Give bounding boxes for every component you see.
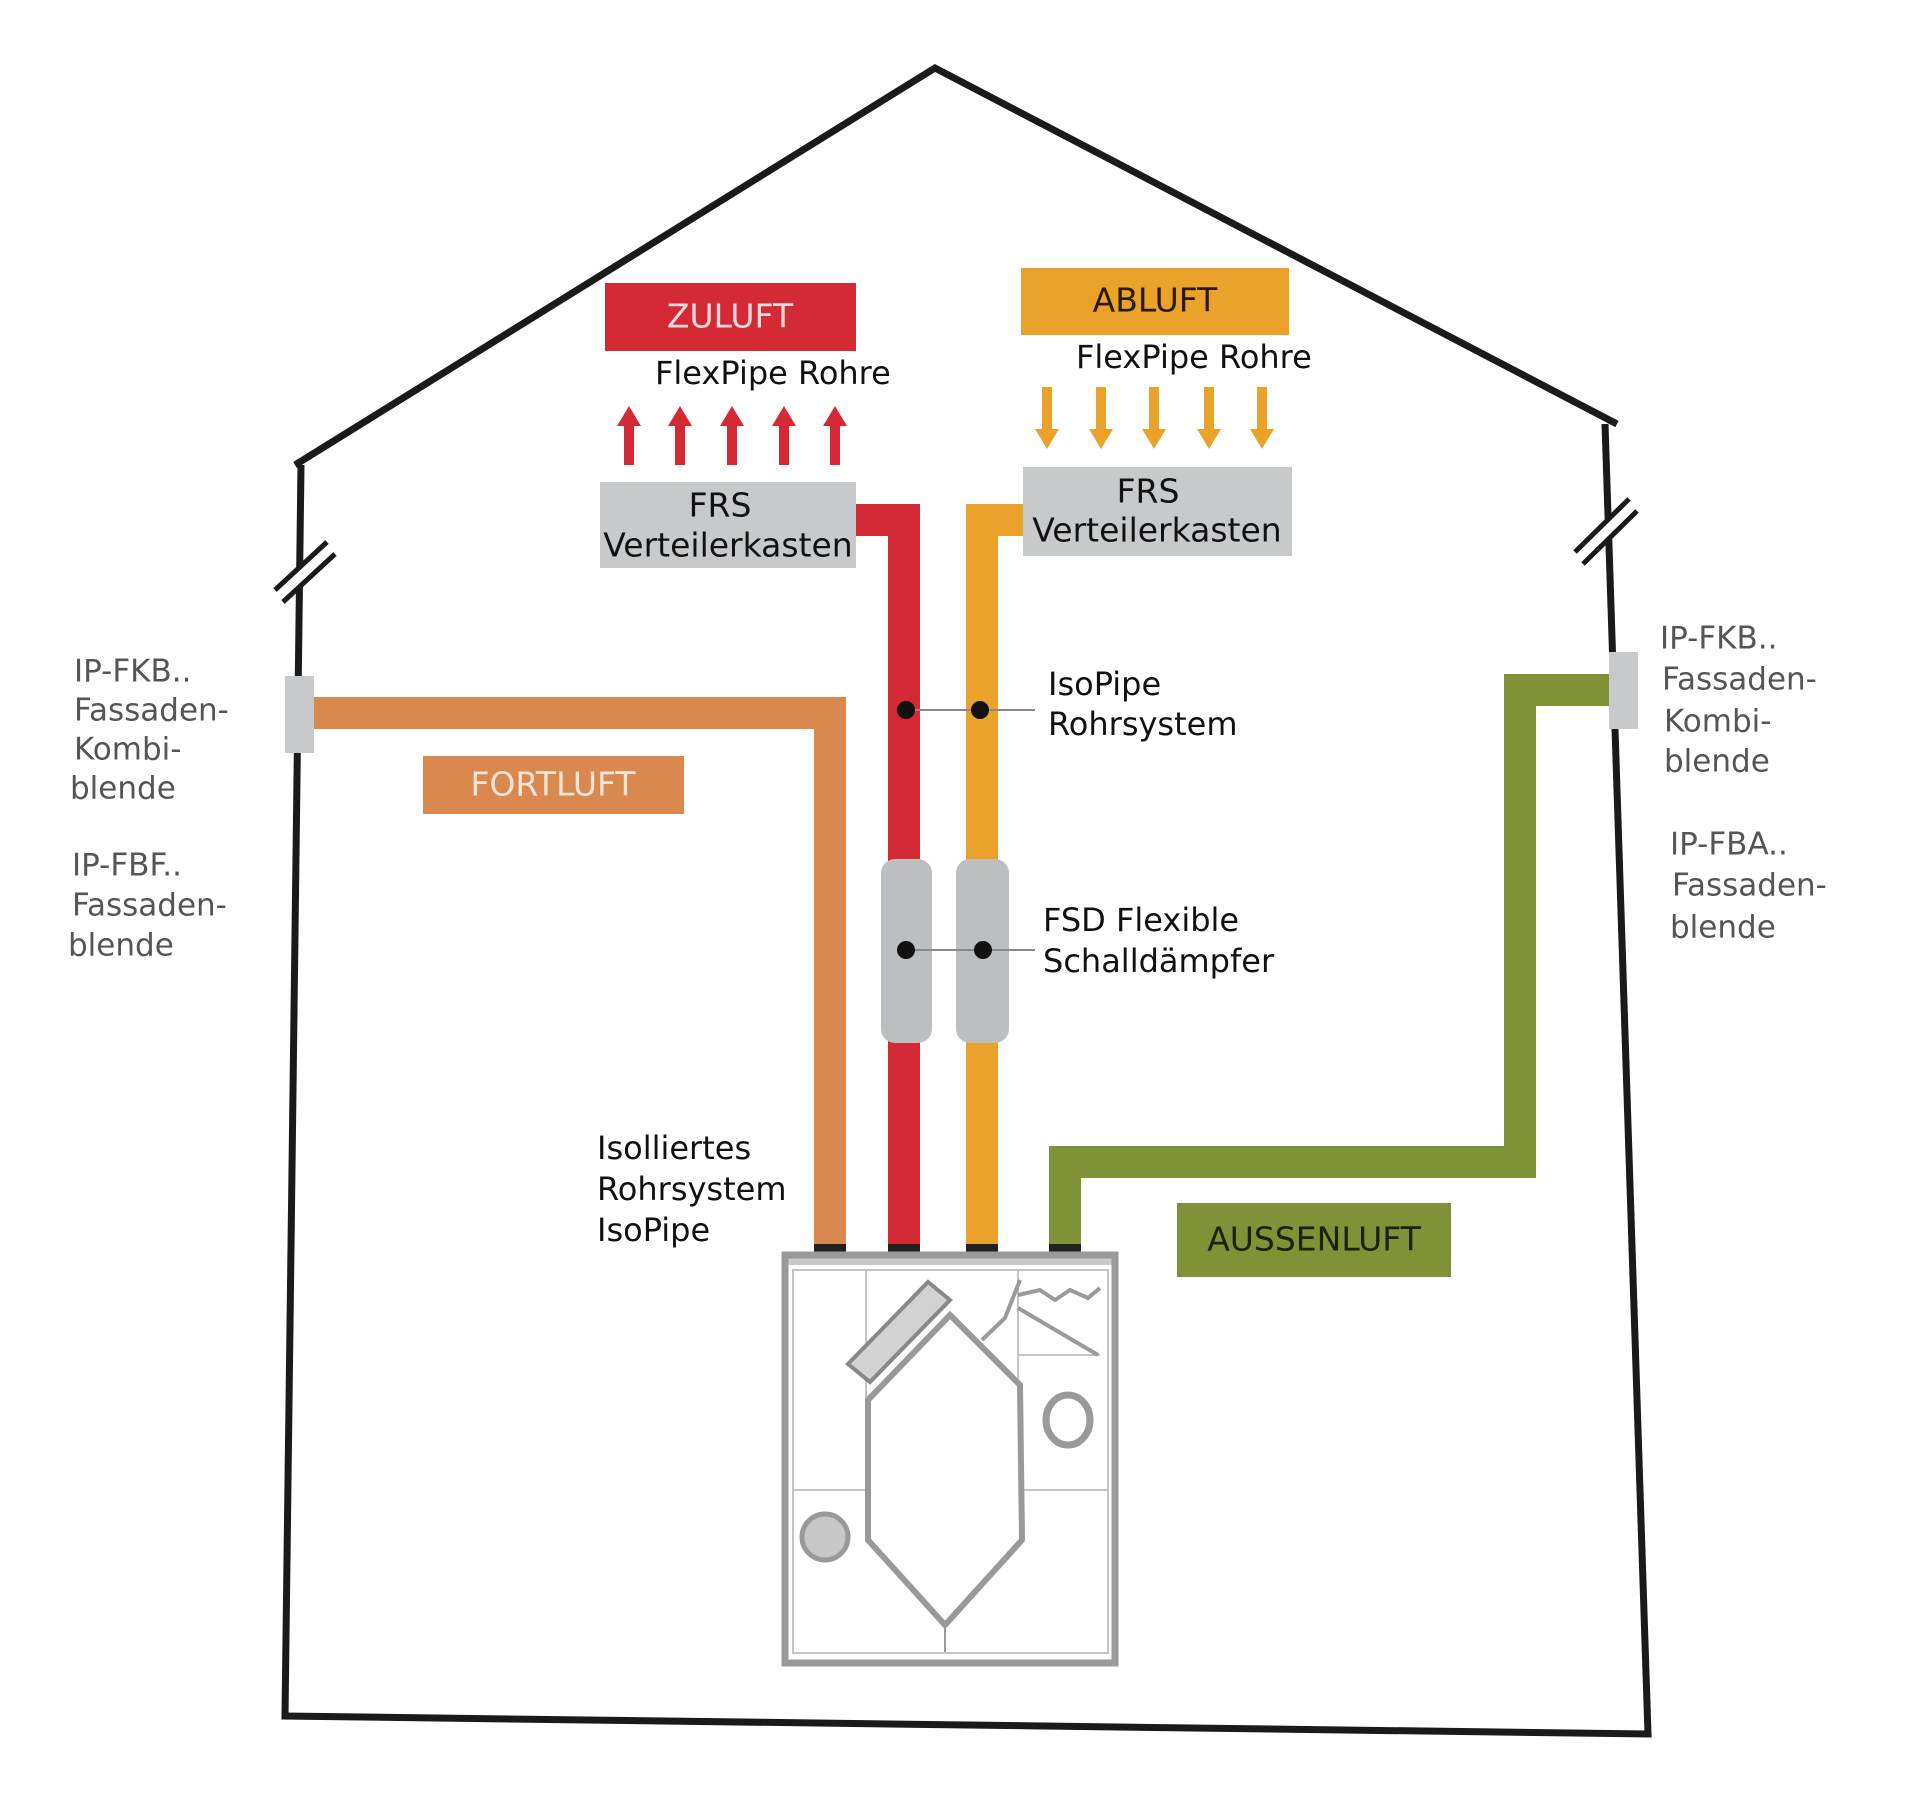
- isopipe-label-1: IsoPipe: [1048, 665, 1161, 703]
- wall-break-left-icon: [273, 540, 337, 604]
- arrow-down-icon: [1197, 387, 1221, 449]
- fortluft-label: FORTLUFT: [423, 756, 684, 814]
- left-fkb-2: Fassaden-: [74, 693, 229, 729]
- pipe-end-caps: [814, 1244, 1081, 1252]
- left-fbf-2: Fassaden-: [72, 888, 227, 924]
- frs-left-title: FRS: [689, 486, 752, 525]
- ventilation-unit: [781, 1251, 1119, 1667]
- left-fkb-3: Kombi-: [74, 732, 181, 768]
- abluft-label: ABLUFT: [1021, 268, 1289, 335]
- fan-right: [1042, 1391, 1094, 1449]
- isopipe-dot-zuluft: [897, 701, 915, 719]
- right-fba-1: IP-FBA..: [1670, 827, 1788, 863]
- aussenluft-text: AUSSENLUFT: [1207, 1220, 1421, 1259]
- arrow-up-icon: [617, 406, 641, 465]
- fan-left: [799, 1511, 851, 1563]
- heat-exchanger: [865, 1310, 1026, 1630]
- right-fba-3: blende: [1670, 910, 1776, 946]
- arrow-down-icon: [1142, 387, 1166, 449]
- isoliertes-label-3: IsoPipe: [597, 1211, 710, 1249]
- abluft-arrows: [1035, 387, 1274, 449]
- left-fbf-3: blende: [68, 928, 174, 964]
- arrow-down-icon: [1250, 387, 1274, 449]
- left-fkb-4: blende: [70, 771, 176, 807]
- frs-right-subtitle: Verteilerkasten: [1032, 511, 1281, 550]
- isopipe-label-2: Rohrsystem: [1048, 705, 1238, 743]
- fsd-dot-zuluft: [897, 941, 915, 959]
- fsd-dot-abluft: [974, 941, 992, 959]
- arrow-down-icon: [1035, 387, 1059, 449]
- flexpipe-right-label: FlexPipe Rohre: [1076, 338, 1312, 376]
- right-fkb-2: Fassaden-: [1662, 662, 1817, 698]
- fortluft-pipe: [301, 697, 846, 1254]
- arrow-up-icon: [668, 406, 692, 465]
- right-facade-blend: [1609, 652, 1638, 729]
- arrow-up-icon: [772, 406, 796, 465]
- zuluft-arrows: [617, 406, 847, 465]
- fortluft-text: FORTLUFT: [470, 765, 636, 804]
- fsd-label-2: Schalldämpfer: [1043, 942, 1275, 980]
- left-fbf-1: IP-FBF..: [72, 848, 182, 884]
- isoliertes-label-2: Rohrsystem: [597, 1170, 787, 1208]
- fsd-label-1: FSD Flexible: [1043, 901, 1239, 939]
- roof-outline: [293, 63, 1619, 468]
- right-fkb-1: IP-FKB..: [1660, 621, 1777, 657]
- arrow-up-icon: [823, 406, 847, 465]
- isoliertes-label-1: Isolliertes: [597, 1129, 751, 1167]
- arrow-up-icon: [720, 406, 744, 465]
- frs-distributor-right: FRS Verteilerkasten: [1023, 467, 1292, 556]
- filter: [845, 1279, 953, 1385]
- arrow-down-icon: [1089, 387, 1113, 449]
- right-fkb-4: blende: [1664, 744, 1770, 780]
- flexpipe-left-label: FlexPipe Rohre: [655, 354, 891, 392]
- abluft-text: ABLUFT: [1093, 281, 1219, 320]
- right-fba-2: Fassaden-: [1672, 868, 1827, 904]
- wall-break-right-icon: [1573, 497, 1639, 566]
- frs-distributor-left: FRS Verteilerkasten: [600, 482, 856, 568]
- zuluft-label: ZULUFT: [605, 283, 856, 351]
- house-walls: [281, 423, 1652, 1738]
- left-facade-blend: [285, 676, 314, 753]
- frs-right-title: FRS: [1117, 472, 1180, 511]
- left-fkb-1: IP-FKB..: [74, 654, 191, 690]
- aussenluft-pipe: [1049, 674, 1611, 1254]
- isopipe-dot-abluft: [971, 701, 989, 719]
- zuluft-text: ZULUFT: [667, 297, 794, 336]
- frs-left-subtitle: Verteilerkasten: [603, 526, 852, 565]
- aussenluft-label: AUSSENLUFT: [1177, 1203, 1451, 1277]
- right-fkb-3: Kombi-: [1664, 704, 1771, 740]
